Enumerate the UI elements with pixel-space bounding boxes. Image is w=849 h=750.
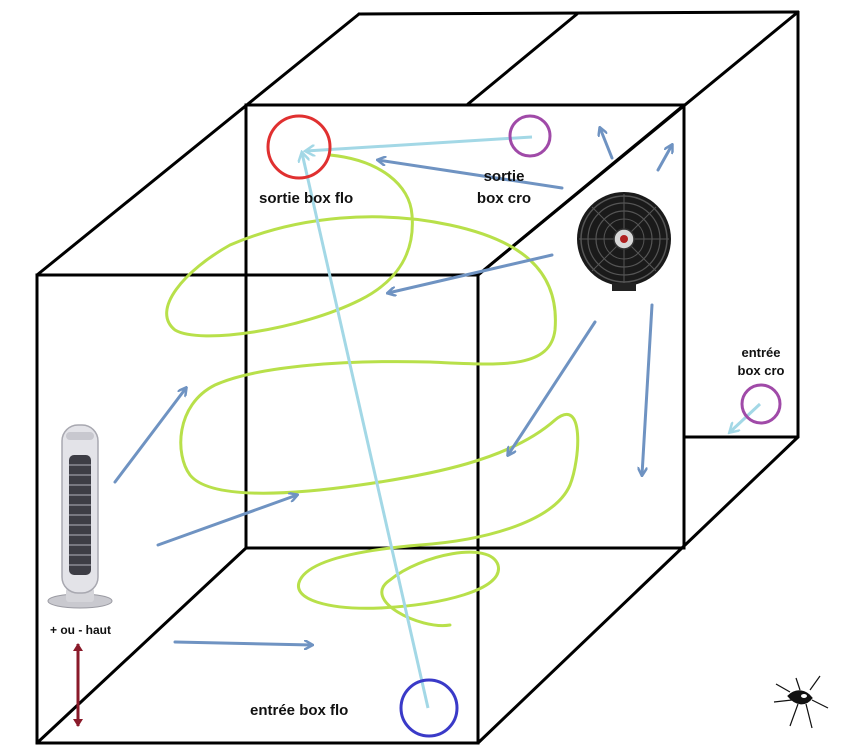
airflow-arrow [600, 128, 614, 160]
signature-mark [773, 675, 829, 729]
direct-flow-main [302, 153, 430, 709]
airflow-arrow [388, 253, 554, 293]
label-sortie-box-cro-line2: box cro [477, 190, 531, 207]
direct-flow-entree-cro [730, 402, 762, 432]
label-height-note: + ou - haut [50, 623, 111, 637]
airflow-arrow [508, 320, 597, 455]
box-edges [35, 10, 800, 745]
bottom-left-edge [35, 546, 248, 745]
airflow-arrow [113, 388, 186, 484]
top-edge-back [357, 10, 800, 16]
airflow-arrow [656, 145, 672, 172]
front-face [35, 273, 480, 745]
label-sortie-box-cro-line1: sortie [484, 168, 525, 185]
label-sortie-box-flo: sortie box flo [259, 190, 353, 207]
airflow-arrows [113, 128, 672, 645]
turbulence-swirl [165, 153, 580, 628]
right-edge-bottom [476, 435, 800, 745]
tower-fan-icon [47, 424, 113, 609]
port-entree-box-cro [740, 383, 782, 425]
clip-fan-icon [577, 192, 671, 291]
airflow-arrow [156, 495, 297, 547]
label-entree-box-flo: entrée box flo [250, 702, 348, 719]
airflow-arrow [378, 160, 564, 190]
label-entree-box-cro-line2: box cro [738, 363, 785, 378]
port-entree-box-flo [399, 678, 459, 738]
top-edge-left [35, 12, 361, 277]
airflow-arrow [642, 303, 654, 475]
label-entree-box-cro-line1: entrée [741, 345, 780, 360]
top-divider [466, 12, 579, 106]
direct-flow-top [306, 135, 533, 151]
airflow-arrow [173, 642, 312, 645]
direct-flows [302, 135, 762, 709]
back-face [244, 103, 686, 550]
port-sortie-box-flo [266, 114, 332, 180]
port-sortie-box-cro [508, 114, 552, 158]
